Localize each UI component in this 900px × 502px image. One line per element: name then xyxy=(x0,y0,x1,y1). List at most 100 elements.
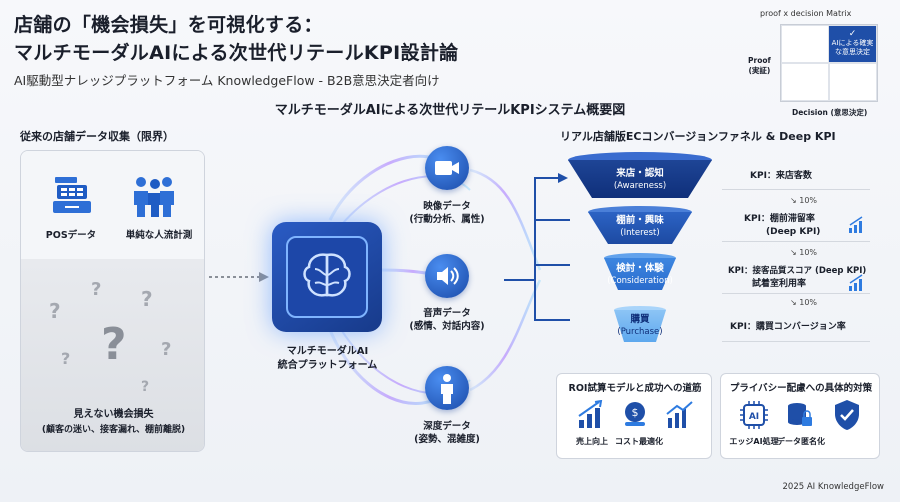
proof-decision-matrix: ✓ AIによる確実な意思決定 xyxy=(780,24,878,102)
chip-core xyxy=(286,236,368,318)
page-title-line2: マルチモーダルAIによる次世代リテールKPI設計論 xyxy=(14,42,459,64)
kpi-row-interest: KPI：棚前滞留率 (Deep KPI) xyxy=(722,208,870,242)
page-subtitle: AI駆動型ナレッジプラットフォーム KnowledgeFlow - B2B意思決… xyxy=(14,73,440,88)
coins-icon: $ xyxy=(625,402,645,426)
proof-label: Proof xyxy=(748,56,771,65)
conversion-funnel xyxy=(568,152,712,342)
stage-name: 来店・認知 xyxy=(616,168,664,179)
question-mark-icon: ? xyxy=(161,339,172,360)
rate-value: 10% xyxy=(799,196,818,205)
audio-sensor xyxy=(425,254,469,298)
video-label-line1: 映像データ xyxy=(423,201,471,212)
question-mark-icon: ? xyxy=(61,349,71,368)
kpi-row-purchase: KPI：購買コンバージョン率 xyxy=(722,312,870,342)
matrix-highlight-cell: ✓ AIによる確実な意思決定 xyxy=(828,25,877,64)
privacy-item-label: エッジAI処理 xyxy=(729,437,779,446)
privacy-panel: プライバシー配慮への具体的対策 AI エッジAI処理 データ匿名化 xyxy=(720,373,880,459)
question-mark-icon: ? xyxy=(101,319,127,370)
depth-sensor xyxy=(425,366,469,410)
audio-data-label: 音声データ (感情、対話内容) xyxy=(392,307,502,333)
people-count-icon xyxy=(134,177,174,217)
matrix-proof-axis: Proof (実証) xyxy=(748,56,771,76)
flow-arrow-left xyxy=(209,272,269,282)
stage-en: (Purchase) xyxy=(617,327,663,337)
stage-en: (Awareness) xyxy=(613,181,667,191)
stage-purchase-label: 購買 (Purchase) xyxy=(590,314,690,338)
chip-label-line2: 統合プラットフォーム xyxy=(277,360,378,371)
svg-text:$: $ xyxy=(632,406,639,419)
depth-data-label: 深度データ (姿勢、混雑度) xyxy=(392,420,502,446)
video-sensor xyxy=(425,146,469,190)
question-mark-icon: ? xyxy=(141,379,150,395)
question-mark-icon: ? xyxy=(49,299,61,323)
funnel-stage-purchase xyxy=(614,310,666,342)
stage-name: 検討・体験 xyxy=(616,263,664,274)
page-title-line1: 店舗の「機会損失」を可視化する： xyxy=(14,14,323,36)
video-label-line2: (行動分析、属性) xyxy=(409,214,485,225)
kpi-sub-label: (Deep KPI) xyxy=(766,227,821,237)
traditional-data-panel: POSデータ 単純な人流計測 ? ? ? ? ? ? ? 見えない機会損失 (顧… xyxy=(20,150,205,452)
roi-panel: ROI試算モデルと成功への道筋 $ 売上向上 コスト最適化 xyxy=(556,373,712,459)
funnel-stage-awareness xyxy=(568,160,712,198)
database-lock-icon xyxy=(788,403,812,426)
privacy-item-label: データ匿名化 xyxy=(777,437,825,446)
growth-chart-icon xyxy=(849,216,863,233)
kpi-label: KPI：購買コンバージョン率 xyxy=(730,322,846,332)
loss-subtitle: (顧客の迷い、接客漏れ、棚前離脱) xyxy=(41,425,186,435)
funnel-title: リアル店舗版ECコンバージョンファネル & Deep KPI xyxy=(560,130,836,143)
chip-label: マルチモーダルAI 統合プラットフォーム xyxy=(265,345,390,373)
trend-chart-icon xyxy=(666,401,693,428)
audio-label-line2: (感情、対話内容) xyxy=(409,321,485,332)
people-count-label: 単純な人流計測 xyxy=(125,230,193,241)
conversion-rate: ↘ 10% xyxy=(790,298,818,307)
stage-name: 購買 xyxy=(630,314,650,325)
privacy-panel-title: プライバシー配慮への具体的対策 xyxy=(729,383,873,394)
conversion-rate: ↘ 10% xyxy=(790,196,818,205)
matrix-cell xyxy=(781,25,830,64)
stage-en: (Consideration) xyxy=(607,276,673,286)
conversion-rate: ↘ 10% xyxy=(790,248,818,257)
stage-name: 棚前・興味 xyxy=(616,215,664,226)
left-panel-title: 従来の店舗データ収集（限界） xyxy=(20,130,174,143)
sales-growth-icon xyxy=(578,400,603,428)
chip-label-line1: マルチモーダルAI xyxy=(286,346,369,357)
kpi-label: KPI：来店客数 xyxy=(750,171,812,181)
question-mark-icon: ? xyxy=(91,279,102,300)
footer-copyright: 2025 AI KnowledgeFlow xyxy=(782,482,885,492)
stage-awareness-label: 来店・認知 (Awareness) xyxy=(590,168,690,192)
video-camera-icon xyxy=(435,161,459,175)
check-icon: ✓ xyxy=(848,29,857,39)
matrix-highlight-label: AIによる確実な意思決定 xyxy=(831,39,874,56)
left-panel-top: POSデータ 単純な人流計測 xyxy=(21,151,204,259)
kpi-sub-label: 試着室利用率 xyxy=(752,279,807,289)
kpi-row-awareness: KPI：来店客数 xyxy=(722,160,870,190)
matrix-title: proof x decision Matrix xyxy=(760,9,852,18)
kpi-label: KPI：棚前滞留率 xyxy=(744,214,815,224)
ai-chip-icon: AI xyxy=(740,401,768,429)
funnel-input-arrows xyxy=(504,173,570,321)
kpi-label: KPI：接客品質スコア (Deep KPI) xyxy=(728,266,867,276)
kpi-row-consideration: KPI：接客品質スコア (Deep KPI) 試着室利用率 xyxy=(722,260,870,294)
stage-consideration-label: 検討・体験 (Consideration) xyxy=(590,263,690,287)
roi-item-label: コスト最適化 xyxy=(615,437,663,446)
svg-text:AI: AI xyxy=(749,412,759,422)
pos-data-label: POSデータ xyxy=(45,230,97,241)
diagram-heading: マルチモーダルAIによる次世代リテールKPIシステム概要図 xyxy=(274,103,626,118)
funnel-stage-interest xyxy=(588,212,692,244)
pos-register-icon xyxy=(53,177,91,213)
ai-chip xyxy=(272,222,382,332)
matrix-cell xyxy=(781,62,830,101)
rate-value: 10% xyxy=(799,298,818,307)
left-panel-bottom: ? ? ? ? ? ? ? 見えない機会損失 (顧客の迷い、接客漏れ、棚前離脱) xyxy=(21,259,204,451)
funnel-stage-consideration xyxy=(604,258,676,290)
roi-item-label: 売上向上 xyxy=(576,437,608,446)
proof-sub-label: (実証) xyxy=(748,66,771,75)
depth-label-line2: (姿勢、混雑度) xyxy=(414,434,480,445)
stage-en: (Interest) xyxy=(620,228,660,238)
question-mark-icon: ? xyxy=(141,287,153,311)
growth-chart-icon xyxy=(849,274,863,291)
audio-label-line1: 音声データ xyxy=(423,308,471,319)
person-icon xyxy=(441,374,453,404)
loss-title: 見えない機会損失 xyxy=(73,409,154,420)
stage-interest-label: 棚前・興味 (Interest) xyxy=(590,215,690,239)
